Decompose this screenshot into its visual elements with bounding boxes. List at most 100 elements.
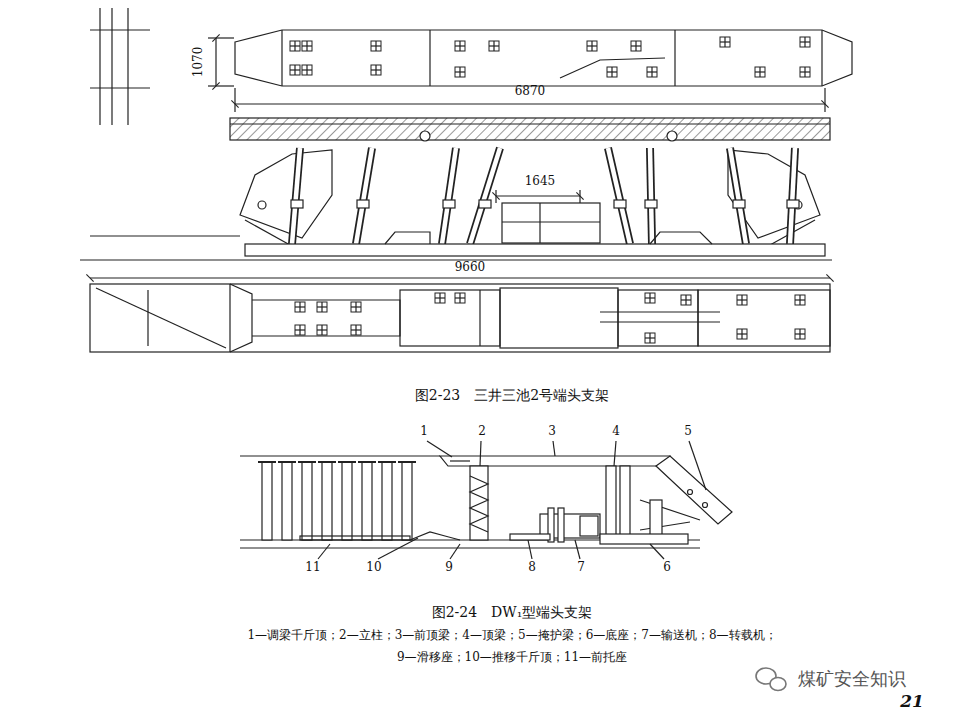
hydraulic-legs [292, 148, 795, 244]
figure-2-23-base [579, 190, 580, 203]
figure-2-24 [258, 461, 416, 463]
figure-2-23 [800, 37, 810, 47]
figure-2-23 [667, 131, 677, 141]
figure-2-23-base [295, 325, 305, 335]
figure-2-24 [510, 534, 550, 540]
leg-collars [357, 200, 369, 208]
figure-2-23-base [502, 221, 600, 222]
figure-2-24 [650, 544, 664, 559]
figure-2-23-base [317, 325, 327, 335]
figure-2-23-base [645, 293, 655, 303]
figure-2-24 [318, 544, 330, 559]
figure-2-23 [587, 41, 597, 51]
figure-2-24 [688, 490, 693, 495]
dimension: 1645 [525, 175, 556, 189]
figure-2-23 [90, 87, 150, 88]
figure-2-23-base [252, 300, 400, 336]
hydraulic-legs [470, 148, 500, 244]
hydraulic-legs [790, 148, 795, 244]
figure-2-23 [720, 37, 730, 47]
figure-2-23-base [737, 295, 747, 305]
figure-2-23 [230, 118, 830, 140]
figure-2-23-base [681, 295, 691, 305]
callout-number: 5 [684, 425, 692, 439]
leg-collars [479, 200, 491, 208]
figure-2-23-base [96, 288, 226, 348]
wechat-icon [756, 668, 786, 691]
figure-2-23 [824, 88, 825, 112]
figure-2-23 [302, 65, 312, 75]
figure-2-23 [631, 41, 641, 51]
hydraulic-legs [650, 148, 652, 244]
figure-2-23 [235, 30, 852, 86]
dimension: 9660 [455, 261, 486, 275]
callout-number: 7 [577, 561, 585, 575]
figure-2-23 [674, 30, 675, 86]
callout-number: 9 [445, 561, 453, 575]
leg-collars [291, 200, 303, 208]
leg-collars [787, 200, 799, 208]
figure-2-23 [371, 65, 381, 75]
figure-2-23 [215, 38, 216, 86]
hydraulic-legs [442, 148, 456, 244]
hydraulic-legs [292, 148, 795, 244]
hydraulic-legs [608, 148, 630, 244]
hydraulic-legs [292, 148, 300, 244]
figure-2-24 [240, 455, 440, 456]
figure-2-23 [455, 67, 465, 77]
figure-2-23-base [618, 290, 698, 346]
figure-2-23 [281, 30, 282, 86]
figure-2-23 [90, 29, 150, 30]
figure-2-24 [427, 441, 452, 457]
figure-2-23 [208, 37, 234, 38]
page-number: 21 [900, 692, 924, 712]
figure-2-24 [302, 462, 312, 540]
figure-2-24 [470, 466, 488, 540]
figure-2-24 [558, 508, 564, 542]
figure-2-24 [528, 540, 532, 559]
figure-2-24 [240, 547, 700, 548]
figure-2-23-base [230, 284, 252, 352]
legend-text: 9—滑移座；10—推移千斤顶；11—前托座 [397, 651, 627, 665]
figure-2-23-base [795, 329, 805, 339]
leg-collars [645, 200, 657, 208]
figure-2-23 [560, 58, 665, 78]
figure-2-24 [606, 466, 616, 540]
figure-2-23-base [385, 232, 430, 244]
callout-number: 11 [305, 561, 320, 575]
figure-2-24 [240, 441, 732, 559]
figure-2-24 [440, 456, 670, 466]
hydraulic-legs [608, 148, 630, 244]
figure-2-24 [689, 441, 706, 490]
figure-2-23 [647, 67, 657, 77]
figure-2-24 [342, 462, 352, 540]
figure-2-23-base [650, 232, 712, 244]
figure-2-23-base [351, 325, 361, 335]
figure-2-23-base [795, 295, 805, 305]
figure-2-24 [600, 534, 688, 544]
figure-2-24 [262, 462, 412, 540]
figure-2-23 [230, 123, 830, 124]
figure-2-24 [614, 441, 616, 466]
figure-2-24 [640, 500, 700, 530]
figure-2-23 [800, 67, 810, 77]
figure-2-23-base [80, 190, 832, 352]
figure-2-23 [755, 67, 765, 77]
callout-number: 4 [612, 425, 620, 439]
figure-2-24 [620, 466, 630, 540]
figure-2-24 [300, 536, 410, 540]
figure-2-24 [470, 476, 488, 532]
figure-2-24 [656, 456, 732, 524]
figure-2-23 [302, 41, 312, 51]
hydraulic-legs [730, 148, 746, 244]
figure-2-23-base [455, 293, 465, 303]
figure-2-23-base [229, 284, 230, 352]
figure-2-24 [362, 462, 372, 540]
hydraulic-legs [790, 148, 795, 244]
figure-caption: 图2-24 DW₁型端头支架 [432, 604, 593, 620]
leg-collars [733, 200, 745, 208]
figure-2-24 [553, 441, 555, 456]
figure-2-23-base [90, 284, 830, 352]
figure-2-23 [371, 41, 381, 51]
figure-2-23-base [645, 333, 655, 343]
